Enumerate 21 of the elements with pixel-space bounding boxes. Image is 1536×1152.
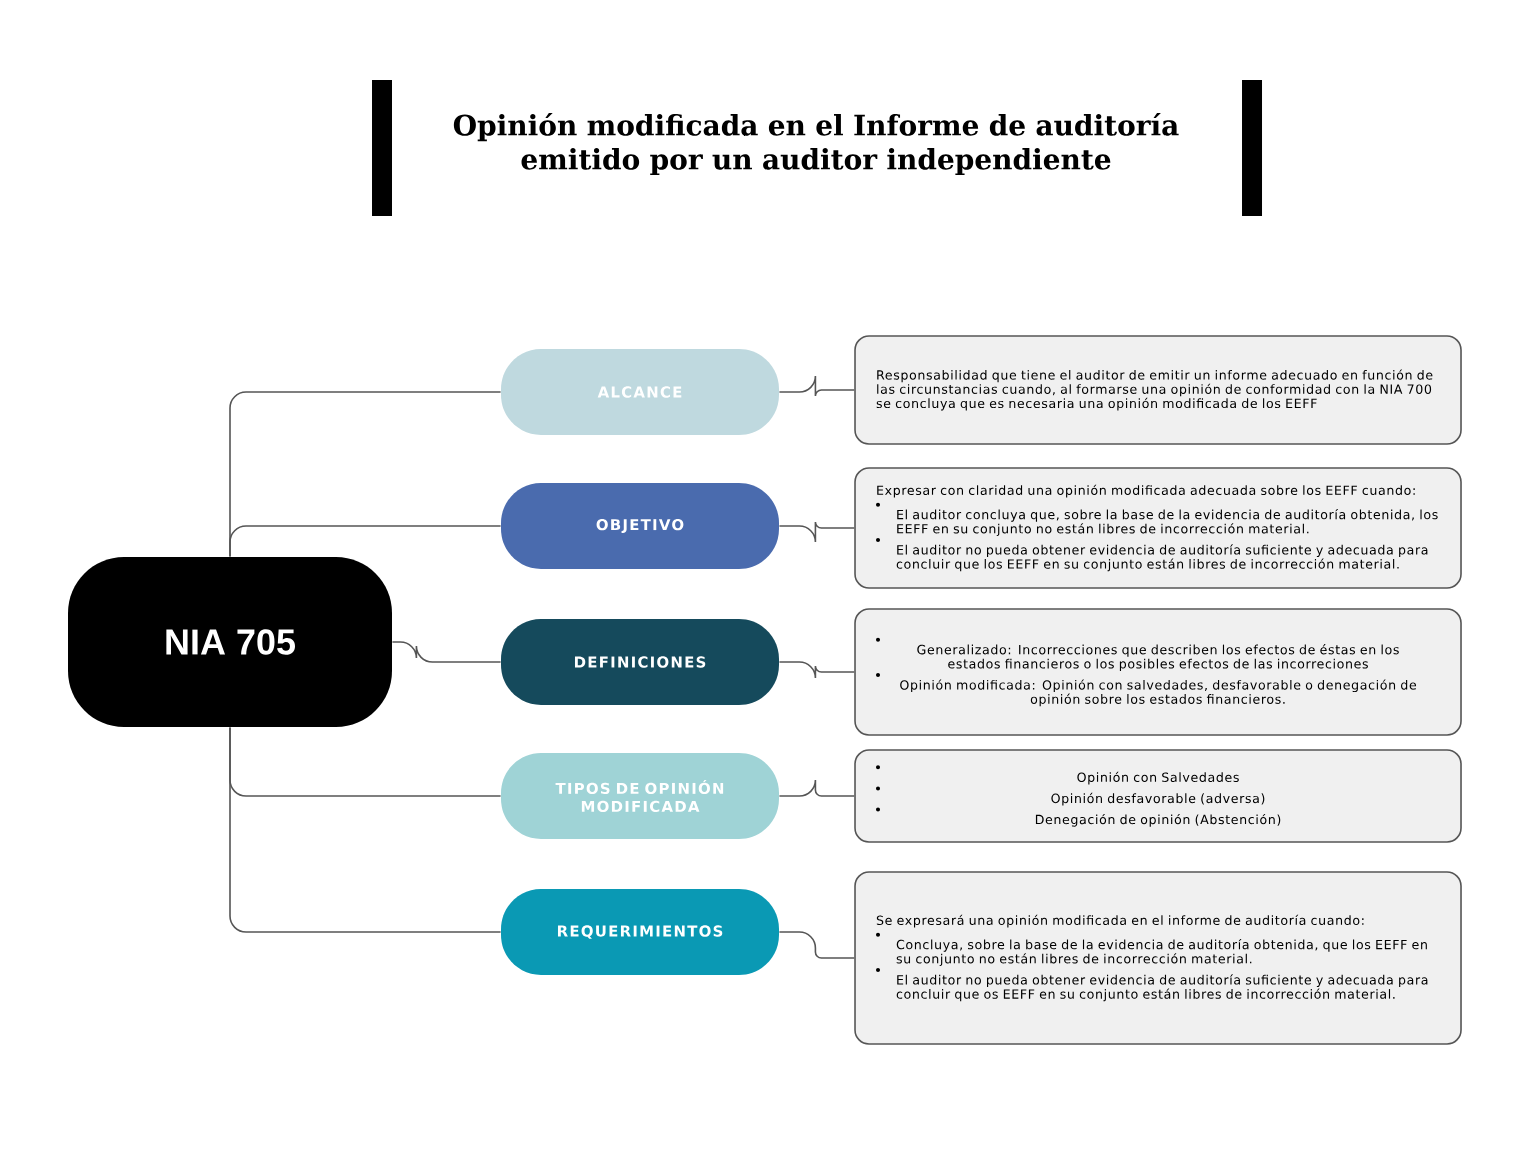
connector-line xyxy=(778,931,855,959)
root-label: NIA 705 xyxy=(166,629,295,655)
description-box xyxy=(854,871,1462,1045)
topic-pill xyxy=(501,483,779,569)
topic-pill xyxy=(501,889,779,975)
description-box xyxy=(854,749,1462,843)
root-box xyxy=(68,557,392,727)
title: Opinión modificada en el Informe de auditoría emitido por un auditor independiente xyxy=(453,112,1179,176)
description-box xyxy=(854,608,1462,736)
description-box xyxy=(854,467,1462,589)
topic-pill xyxy=(501,753,779,839)
connector-line xyxy=(778,521,855,543)
connector-line xyxy=(229,525,502,558)
connector-line xyxy=(778,375,855,397)
connector-line xyxy=(391,641,502,663)
connector-line xyxy=(778,661,855,679)
description-box xyxy=(854,335,1462,445)
topic-pill xyxy=(501,619,779,705)
connector-line xyxy=(778,779,855,797)
topic-pill xyxy=(501,349,779,435)
connector-line xyxy=(229,726,502,933)
